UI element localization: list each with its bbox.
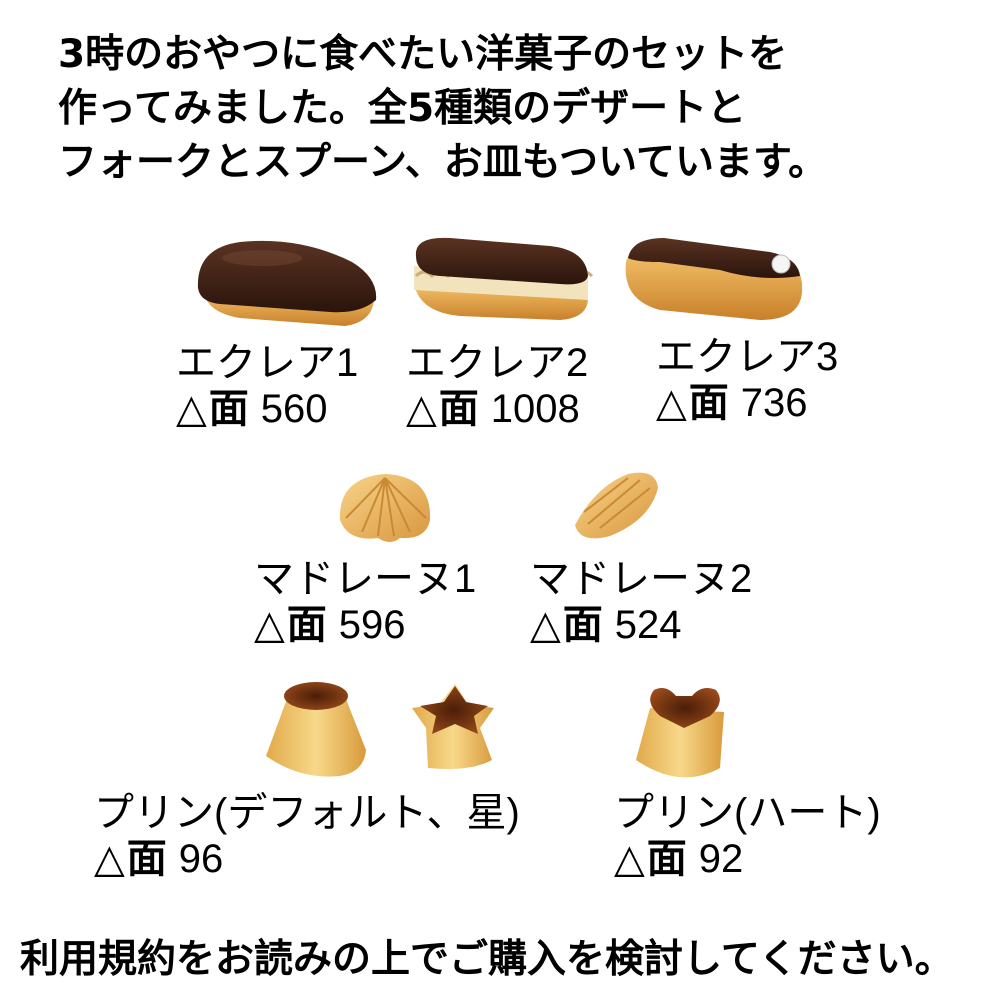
madeleine-oval-icon	[575, 472, 658, 539]
eclair-plain-icon	[197, 240, 377, 326]
triangle-icon: △	[530, 603, 561, 647]
item-name: プリン(デフォルト、星)	[94, 791, 520, 835]
item-name: マドレーヌ1	[254, 557, 477, 601]
item-name: マドレーヌ2	[530, 557, 753, 601]
item-name: エクレア3	[656, 335, 839, 379]
eclair-topped-icon	[625, 238, 803, 320]
intro-line-1: 3時のおやつに食べたい洋菓子のセットを	[58, 32, 788, 77]
intro-line-2: 作ってみました。全5種類のデザートと	[58, 86, 747, 131]
terms-notice: 利用規約をお読みの上でご購入を検討してください。	[20, 937, 954, 982]
item-name: エクレア2	[406, 341, 589, 385]
intro-text: 3時のおやつに食べたい洋菓子のセットを 作ってみました。全5種類のデザートと フ…	[58, 28, 978, 190]
triangle-icon: △	[94, 837, 125, 881]
triangle-icon: △	[254, 603, 285, 647]
pudding-heart-icon	[636, 688, 724, 778]
madeleine-shell-icon	[339, 474, 431, 542]
triangle-icon: △	[656, 381, 687, 425]
pudding-default-icon	[266, 682, 366, 777]
item-name: プリン(ハート)	[614, 791, 881, 835]
eclair-cream-icon	[414, 237, 594, 320]
triangle-icon: △	[176, 387, 207, 431]
item-name: エクレア1	[176, 341, 359, 385]
triangle-icon: △	[614, 837, 645, 881]
intro-line-3: フォークとスプーン、お皿もついています。	[58, 140, 828, 185]
triangle-icon: △	[406, 387, 437, 431]
pudding-star-icon	[412, 684, 494, 769]
